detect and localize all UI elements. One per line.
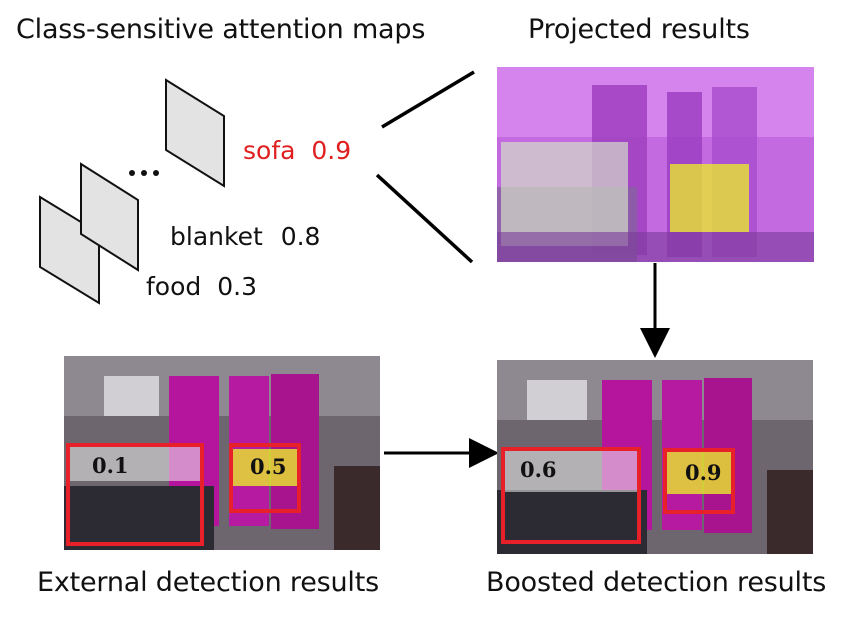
- ellipsis-dot: [153, 170, 159, 176]
- external-detection-image: 0.1 0.5: [64, 356, 380, 550]
- attention-sheet-blanket: [80, 162, 139, 272]
- boosted-detection-image: 0.6 0.9: [497, 360, 813, 554]
- attention-label-blanket: blanket 0.8: [170, 222, 320, 251]
- projection-line-top: [381, 70, 475, 129]
- external-person-score: 0.1: [92, 453, 129, 478]
- class-name-sofa: sofa: [243, 136, 296, 165]
- class-score-blanket: 0.8: [280, 222, 321, 251]
- title-attention-maps: Class-sensitive attention maps: [16, 14, 426, 45]
- title-external-detection: External detection results: [37, 567, 379, 598]
- boosted-person-score: 0.6: [520, 457, 557, 482]
- ellipsis-dot: [129, 170, 135, 176]
- boosted-scene: [497, 360, 813, 554]
- attention-label-sofa: sofa 0.9: [243, 136, 351, 165]
- title-projected-results: Projected results: [528, 14, 750, 45]
- title-boosted-detection: Boosted detection results: [486, 567, 827, 598]
- attention-label-food: food 0.3: [146, 272, 257, 301]
- projected-results-image: [497, 67, 814, 262]
- external-scene: [64, 356, 380, 550]
- class-name-blanket: blanket: [170, 222, 263, 251]
- class-score-food: 0.3: [217, 272, 257, 301]
- projection-line-bottom: [375, 173, 474, 264]
- class-score-sofa: 0.9: [311, 136, 352, 165]
- external-food-score: 0.5: [250, 454, 287, 479]
- ellipsis-dot: [141, 170, 147, 176]
- attention-sheet-food: [39, 195, 100, 305]
- boosted-food-score: 0.9: [685, 460, 722, 485]
- attention-sheet-sofa: [165, 78, 225, 188]
- projected-scene: [497, 67, 814, 262]
- class-name-food: food: [146, 272, 202, 301]
